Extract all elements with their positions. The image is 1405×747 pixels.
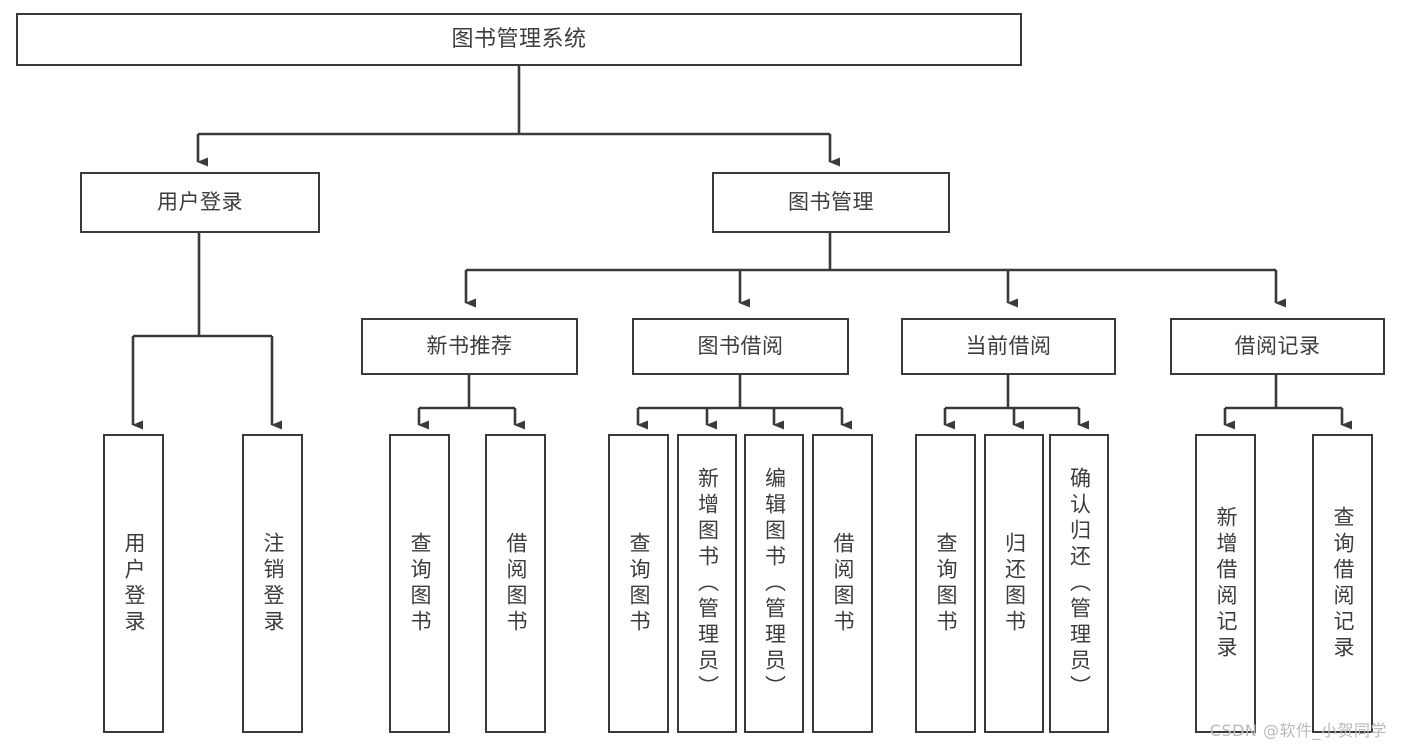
node-leaf-query-book-3[interactable]: 查询图书 bbox=[915, 434, 976, 733]
node-leaf-query-record[interactable]: 查询借阅记录 bbox=[1312, 434, 1373, 733]
node-leaf-query-book-2[interactable]: 查询图书 bbox=[608, 434, 669, 733]
node-leaf-query-book-1-label: 查询图书 bbox=[408, 531, 432, 636]
node-current-borrow[interactable]: 当前借阅 bbox=[901, 318, 1116, 375]
node-leaf-user-login-label: 用户登录 bbox=[122, 531, 146, 636]
node-new-book-recommend[interactable]: 新书推荐 bbox=[361, 318, 578, 375]
node-leaf-borrow-book-2-label: 借阅图书 bbox=[831, 531, 855, 636]
node-user-login[interactable]: 用户登录 bbox=[80, 172, 320, 233]
node-leaf-add-book-label: 新增图书（管理员） bbox=[695, 466, 720, 701]
edges-currentborrow-to-leaves bbox=[943, 375, 1089, 430]
node-leaf-add-record-label: 新增借阅记录 bbox=[1214, 505, 1238, 662]
node-leaf-query-record-label: 查询借阅记录 bbox=[1331, 505, 1355, 662]
node-leaf-edit-book[interactable]: 编辑图书（管理员） bbox=[744, 434, 804, 733]
node-book-borrow[interactable]: 图书借阅 bbox=[632, 318, 849, 375]
edges-root-to-level2 bbox=[196, 66, 840, 167]
node-leaf-return-book[interactable]: 归还图书 bbox=[984, 434, 1044, 733]
node-leaf-logout[interactable]: 注销登录 bbox=[242, 434, 303, 733]
node-root-system-label: 图书管理系统 bbox=[451, 26, 587, 52]
node-current-borrow-label: 当前借阅 bbox=[965, 334, 1052, 359]
node-leaf-borrow-book-2[interactable]: 借阅图书 bbox=[812, 434, 873, 733]
edges-bookborrow-to-leaves bbox=[636, 375, 852, 430]
edges-newbook-to-leaves bbox=[417, 375, 525, 430]
edges-bookmgmt-to-level3 bbox=[464, 233, 1286, 308]
edges-userlogin-to-leaves bbox=[131, 233, 282, 430]
node-new-book-recommend-label: 新书推荐 bbox=[426, 334, 513, 359]
node-book-management[interactable]: 图书管理 bbox=[712, 172, 950, 233]
node-book-management-label: 图书管理 bbox=[788, 190, 874, 215]
node-borrow-record[interactable]: 借阅记录 bbox=[1170, 318, 1385, 375]
node-leaf-confirm-return[interactable]: 确认归还（管理员） bbox=[1049, 434, 1109, 733]
node-leaf-edit-book-label: 编辑图书（管理员） bbox=[762, 466, 787, 701]
node-leaf-query-book-1[interactable]: 查询图书 bbox=[389, 434, 450, 733]
node-leaf-user-login[interactable]: 用户登录 bbox=[103, 434, 164, 733]
node-leaf-confirm-return-label: 确认归还（管理员） bbox=[1067, 466, 1092, 701]
node-leaf-query-book-3-label: 查询图书 bbox=[934, 531, 958, 636]
node-user-login-label: 用户登录 bbox=[157, 190, 243, 215]
node-root-system[interactable]: 图书管理系统 bbox=[16, 13, 1022, 66]
node-leaf-borrow-book-1[interactable]: 借阅图书 bbox=[485, 434, 546, 733]
node-leaf-query-book-2-label: 查询图书 bbox=[627, 531, 651, 636]
node-leaf-borrow-book-1-label: 借阅图书 bbox=[504, 531, 528, 636]
node-leaf-return-book-label: 归还图书 bbox=[1002, 531, 1027, 636]
node-leaf-add-record[interactable]: 新增借阅记录 bbox=[1195, 434, 1256, 733]
node-leaf-logout-label: 注销登录 bbox=[261, 531, 285, 636]
node-book-borrow-label: 图书借阅 bbox=[697, 334, 784, 359]
csdn-watermark: CSDN @软件_小贺同学 bbox=[1209, 721, 1387, 740]
edges-borrowrecord-to-leaves bbox=[1223, 375, 1352, 430]
node-borrow-record-label: 借阅记录 bbox=[1234, 334, 1321, 359]
node-leaf-add-book[interactable]: 新增图书（管理员） bbox=[677, 434, 737, 733]
